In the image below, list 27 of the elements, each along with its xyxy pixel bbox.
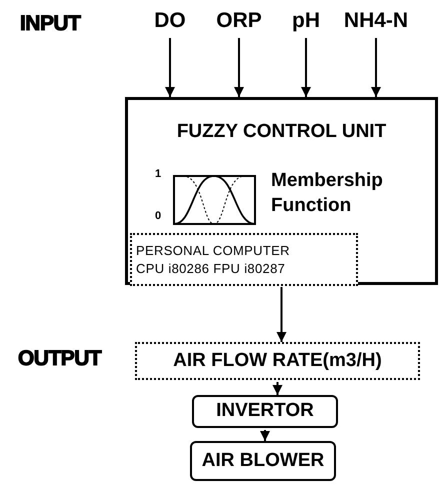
arrow — [260, 430, 270, 441]
chart-caption: Membership Function — [271, 169, 384, 218]
input-variable: DO — [148, 6, 192, 36]
axis-tick-label: 0 — [155, 209, 162, 224]
input-variable: pH — [288, 6, 324, 36]
dotted-box — [130, 233, 358, 286]
axis-tick-label: 1 — [155, 167, 162, 182]
process-box — [192, 395, 338, 428]
box-label: AIR BLOWER — [202, 448, 324, 473]
section-label: OUTPUT — [18, 346, 102, 372]
arrow — [234, 38, 244, 97]
dotted-box — [135, 342, 420, 380]
box-label: AIR FLOW RATE(m3/H) — [173, 348, 382, 373]
section-label: INPUT — [20, 11, 80, 37]
input-variable: NH4-N — [342, 6, 410, 36]
control-unit-box — [125, 97, 438, 285]
process-box — [190, 441, 336, 481]
unit-title: FUZZY CONTROL UNIT — [176, 120, 388, 144]
box-label: INVERTOR — [216, 399, 314, 424]
input-variable: ORP — [214, 6, 264, 36]
arrow — [276, 287, 286, 342]
arrow — [371, 38, 381, 97]
arrow — [272, 382, 282, 395]
arrow — [165, 38, 175, 97]
box-text: CPU i80286 FPU i80287 — [136, 260, 286, 278]
box-heading: PERSONAL COMPUTER — [136, 242, 290, 260]
arrow — [301, 38, 311, 97]
